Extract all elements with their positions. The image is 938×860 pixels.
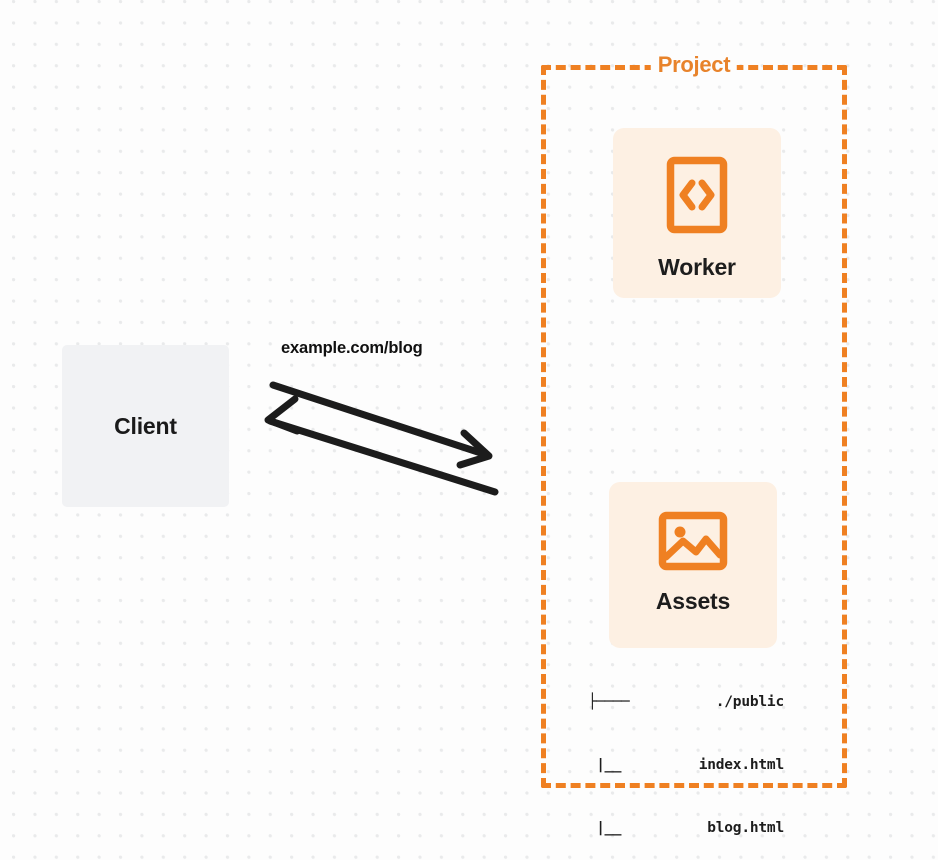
assets-label: Assets xyxy=(655,588,731,614)
file-tree-row: |__ index.html xyxy=(588,755,784,776)
file-tree-branch: |__ xyxy=(588,820,621,836)
project-label: Project xyxy=(650,54,738,76)
request-arrow-icon xyxy=(269,381,493,469)
file-tree-name: blog.html xyxy=(707,820,784,836)
image-icon xyxy=(658,511,728,571)
worker-service-card[interactable]: Worker xyxy=(613,128,781,298)
response-arrow-icon xyxy=(264,395,499,496)
file-tree-branch: |__ xyxy=(588,757,621,773)
file-tree-row: ├──── ./public xyxy=(588,692,784,713)
file-tree-name: index.html xyxy=(698,757,785,773)
request-url-label: example.com/blog xyxy=(281,339,423,357)
project-container: Project xyxy=(541,54,847,788)
worker-label: Worker xyxy=(658,254,736,280)
client-node[interactable]: Client xyxy=(62,345,229,507)
assets-service-card[interactable]: Assets xyxy=(609,482,777,648)
flow-arrows xyxy=(264,381,499,496)
file-tree-branch: ├──── xyxy=(588,694,630,710)
file-tree-name: ./public xyxy=(715,694,784,710)
asset-file-tree: ├──── ./public |__ index.html |__ blog.h… xyxy=(588,650,784,860)
code-document-icon xyxy=(666,156,728,234)
file-tree-row: |__ blog.html xyxy=(588,818,784,839)
client-label: Client xyxy=(114,412,177,439)
